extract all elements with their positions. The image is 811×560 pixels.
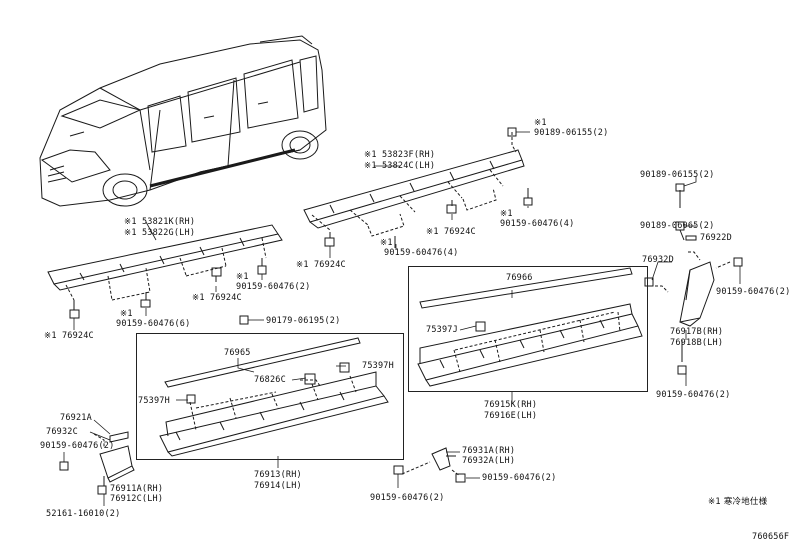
label-90179-06195: 90179-06195(2) <box>266 316 341 326</box>
label-90159-l6: 90159-60476(6) <box>116 319 191 329</box>
label-76915k: 76915K(RH) <box>484 400 538 410</box>
label-mark-mid2: ※1 <box>380 238 393 248</box>
label-mark-l2: ※1 <box>120 309 133 319</box>
label-53822g: ※1 53822G(LH) <box>124 228 196 238</box>
label-76921a: 76921A <box>60 413 92 423</box>
label-76912c: 76912C(LH) <box>110 494 164 504</box>
label-75397h-left: 75397H <box>138 396 170 406</box>
box-rear-door-molding <box>417 267 643 387</box>
label-52161-16010: 52161-16010(2) <box>46 509 121 519</box>
label-76924c-mid: ※1 76924C <box>426 227 476 237</box>
label-53824c: ※1 53824C(LH) <box>364 161 436 171</box>
label-76932c: 76932C <box>46 427 78 437</box>
label-76924c-l3: ※1 76924C <box>44 331 94 341</box>
rear-quarter-molding <box>650 190 731 362</box>
diagram-code: 760656F <box>752 532 790 542</box>
label-76917b: 76917B(RH) <box>670 327 724 337</box>
label-90189-06155-top: 90189-06155(2) <box>534 128 609 138</box>
label-90159-bottom-center1: 90159-60476(2) <box>482 473 557 483</box>
label-90159-mid4: 90159-60476(4) <box>500 219 575 229</box>
label-76826c: 76826C <box>254 375 286 385</box>
label-76932a: 76932A(LH) <box>462 456 516 466</box>
label-76924c-l2: ※1 76924C <box>192 293 242 303</box>
label-90159-bottom-left: 90159-60476(2) <box>40 441 115 451</box>
label-76911a: 76911A(RH) <box>110 484 164 494</box>
label-90189-06065: 90189-06065(2) <box>640 221 715 231</box>
label-76966: 76966 <box>506 273 533 283</box>
label-76913: 76913(RH) <box>254 470 302 480</box>
label-76916e: 76916E(LH) <box>484 411 538 421</box>
label-mark-l1: ※1 <box>236 272 249 282</box>
label-mark-top: ※1 <box>534 118 547 128</box>
label-75397j: 75397J <box>426 325 458 335</box>
group-box-76913 <box>136 333 404 460</box>
label-76965: 76965 <box>224 348 251 358</box>
rocker-molding-left <box>47 224 283 310</box>
label-76924c-l1: ※1 76924C <box>296 260 346 270</box>
leader-lines <box>63 131 741 506</box>
label-75397h-right: 75397H <box>362 361 394 371</box>
label-90159-right2: 90159-60476(2) <box>656 390 731 400</box>
label-90189-06155-right: 90189-06155(2) <box>640 170 715 180</box>
label-53821k: ※1 53821K(RH) <box>124 217 196 227</box>
label-76918b: 76918B(LH) <box>670 338 724 348</box>
label-mark-mid: ※1 <box>500 209 513 219</box>
footnote: ※1 寒冷地仕様 <box>708 497 768 507</box>
label-90159-bottom-center2: 90159-60476(2) <box>370 493 445 503</box>
label-90159-mid4b: 90159-60476(4) <box>384 248 459 258</box>
label-90159-right1: 90159-60476(2) <box>716 287 791 297</box>
group-box-76915 <box>408 266 648 392</box>
label-53823f: ※1 53823F(RH) <box>364 150 436 160</box>
label-76931a: 76931A(RH) <box>462 446 516 456</box>
box-front-door-molding <box>159 337 389 457</box>
label-76914: 76914(LH) <box>254 481 302 491</box>
label-76922d: 76922D <box>700 233 732 243</box>
label-90159-l2: 90159-60476(2) <box>236 282 311 292</box>
van-illustration <box>39 35 327 207</box>
rocker-molding-center <box>303 132 529 248</box>
bracket-part <box>401 447 461 477</box>
label-76932d: 76932D <box>642 255 674 265</box>
